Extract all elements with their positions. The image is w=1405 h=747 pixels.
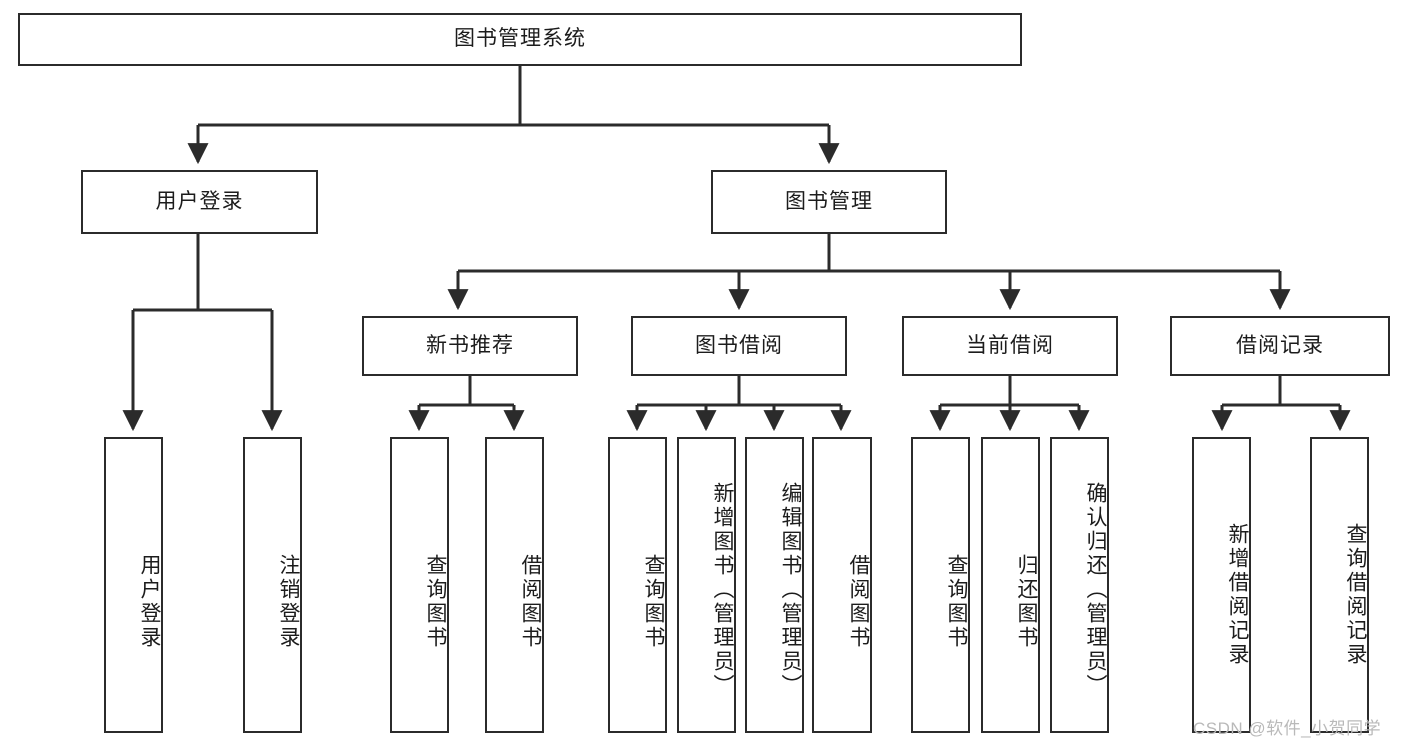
leaf-borrow-record-2-label: 查询借阅记录 bbox=[1344, 523, 1367, 667]
leaf-borrow-record-1[interactable]: 新增借阅记录 bbox=[1192, 437, 1251, 733]
node-book-borrow[interactable]: 图书借阅 bbox=[631, 316, 847, 376]
node-new-book-recommend[interactable]: 新书推荐 bbox=[362, 316, 578, 376]
leaf-current-borrow-3[interactable]: 确认归还（管理员） bbox=[1050, 437, 1109, 733]
leaf-current-borrow-2-label: 归还图书 bbox=[1015, 554, 1038, 650]
leaf-new-book-1-label: 查询图书 bbox=[424, 554, 447, 650]
leaf-current-borrow-1-label: 查询图书 bbox=[945, 554, 968, 650]
leaf-user-login-1-label: 用户登录 bbox=[138, 554, 161, 650]
node-root[interactable]: 图书管理系统 bbox=[18, 13, 1022, 66]
leaf-current-borrow-1[interactable]: 查询图书 bbox=[911, 437, 970, 733]
node-borrow-record[interactable]: 借阅记录 bbox=[1170, 316, 1390, 376]
leaf-book-borrow-1-label: 查询图书 bbox=[642, 554, 665, 650]
leaf-current-borrow-3-label: 确认归还（管理员） bbox=[1084, 482, 1107, 698]
leaf-borrow-record-2[interactable]: 查询借阅记录 bbox=[1310, 437, 1369, 733]
leaf-borrow-record-1-label: 新增借阅记录 bbox=[1226, 523, 1249, 667]
node-book-manage[interactable]: 图书管理 bbox=[711, 170, 947, 234]
leaf-book-borrow-2-label: 新增图书（管理员） bbox=[711, 482, 734, 698]
leaf-book-borrow-4-label: 借阅图书 bbox=[847, 554, 870, 650]
node-root-label: 图书管理系统 bbox=[454, 27, 586, 51]
node-new-book-recommend-label: 新书推荐 bbox=[426, 333, 514, 357]
node-current-borrow[interactable]: 当前借阅 bbox=[902, 316, 1118, 376]
leaf-book-borrow-1[interactable]: 查询图书 bbox=[608, 437, 667, 733]
node-current-borrow-label: 当前借阅 bbox=[966, 333, 1054, 357]
leaf-user-login-2-label: 注销登录 bbox=[277, 554, 300, 650]
leaf-new-book-2[interactable]: 借阅图书 bbox=[485, 437, 544, 733]
node-user-login[interactable]: 用户登录 bbox=[81, 170, 318, 234]
leaf-current-borrow-2[interactable]: 归还图书 bbox=[981, 437, 1040, 733]
leaf-book-borrow-2[interactable]: 新增图书（管理员） bbox=[677, 437, 736, 733]
leaf-new-book-1[interactable]: 查询图书 bbox=[390, 437, 449, 733]
node-user-login-label: 用户登录 bbox=[155, 189, 244, 213]
node-borrow-record-label: 借阅记录 bbox=[1236, 333, 1324, 357]
node-book-borrow-label: 图书借阅 bbox=[695, 333, 783, 357]
leaf-new-book-2-label: 借阅图书 bbox=[519, 554, 542, 650]
leaf-user-login-2[interactable]: 注销登录 bbox=[243, 437, 302, 733]
leaf-book-borrow-3[interactable]: 编辑图书（管理员） bbox=[745, 437, 804, 733]
node-book-manage-label: 图书管理 bbox=[785, 189, 873, 213]
leaf-user-login-1[interactable]: 用户登录 bbox=[104, 437, 163, 733]
leaf-book-borrow-3-label: 编辑图书（管理员） bbox=[779, 482, 802, 698]
leaf-book-borrow-4[interactable]: 借阅图书 bbox=[812, 437, 872, 733]
